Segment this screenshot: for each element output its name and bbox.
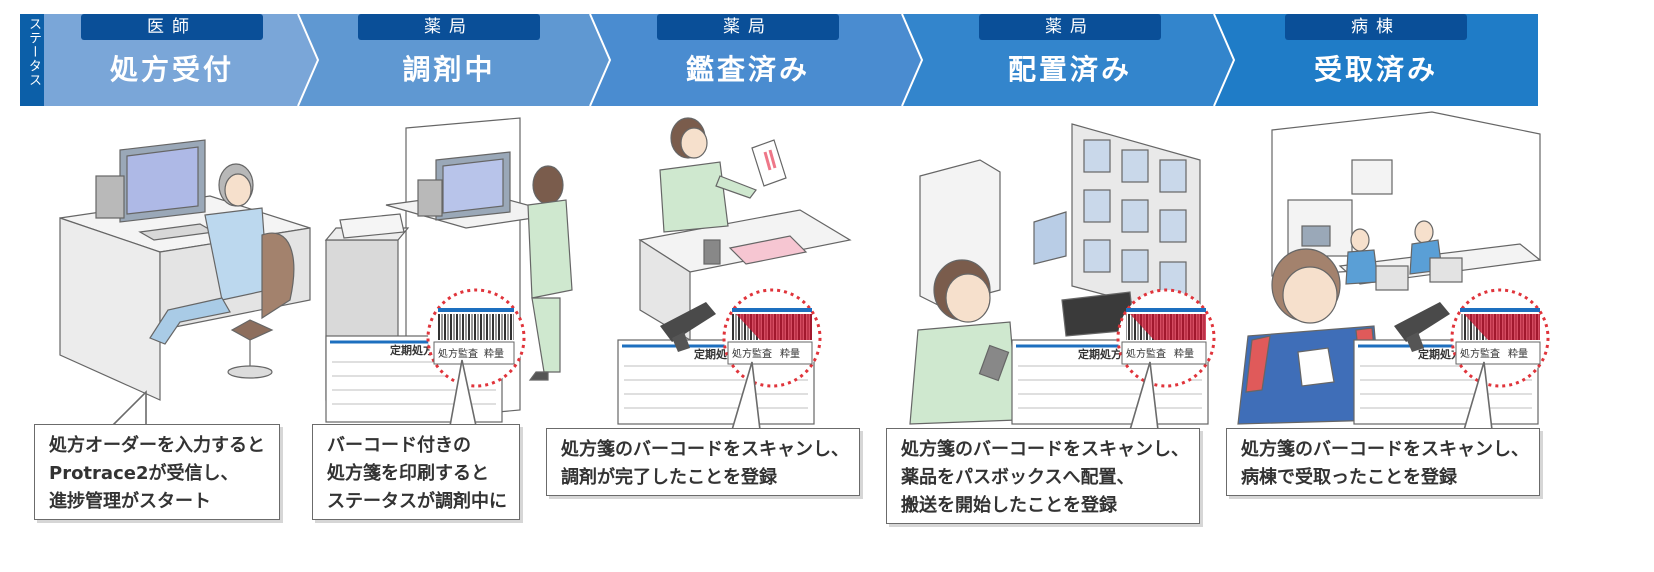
caption-line: 病棟で受取ったことを登録 <box>1241 467 1457 488</box>
status-side-label-text: ステータス <box>26 17 41 87</box>
barcode-scanner-icon <box>1394 302 1450 352</box>
step-5-header: 病棟 受取済み <box>1276 14 1476 88</box>
step-2-role-badge: 薬局 <box>358 14 540 40</box>
barcode-3-audit-label: 処方監査 <box>732 347 772 360</box>
barcode-zoom-2: 処方監査 粋量 <box>426 288 526 388</box>
step-3-status: 鑑査済み <box>685 53 810 86</box>
caption-line: 処方箋のバーコードをスキャンし、 <box>901 439 1189 460</box>
caption-line: 処方箋のバーコードをスキャンし、 <box>1241 439 1529 460</box>
caption-line: ステータスが調剤中に <box>327 491 507 512</box>
caption-line: 薬品をパスボックスへ配置、 <box>901 467 1135 488</box>
caption-line: Protrace2が受信し、 <box>49 463 239 484</box>
caption-line: 処方箋を印刷すると <box>327 463 489 484</box>
doc-5-heading: 定期処方 <box>1418 347 1462 361</box>
barcode-zoom-5: 処方監査 粋量 <box>1450 288 1550 388</box>
doc-4-heading: 定期処方 <box>1078 347 1122 361</box>
step-5-status: 受取済み <box>1313 53 1438 86</box>
step-4-caption: 処方箋のバーコードをスキャンし、 薬品をパスボックスへ配置、 搬送を開始したこと… <box>886 428 1200 524</box>
step-4-role-badge: 薬局 <box>979 14 1161 40</box>
step-2-status: 調剤中 <box>402 53 496 86</box>
barcode-4-audit-label: 処方監査 <box>1126 347 1166 360</box>
barcode-scanner-icon <box>660 302 716 352</box>
doctor-computer-illustration <box>59 139 311 401</box>
step-1-role-badge: 医師 <box>81 14 263 40</box>
doc-2-heading: 定期処方 <box>390 343 434 357</box>
barcode-zoom-4: 処方監査 粋量 <box>1116 288 1216 388</box>
caption-line: バーコード付きの <box>327 435 471 456</box>
barcode-3-dose-label: 粋量 <box>780 347 800 360</box>
barcode-5-audit-label: 処方監査 <box>1460 347 1500 360</box>
barcode-5-dose-label: 粋量 <box>1508 347 1528 360</box>
caption-line: 調剤が完了したことを登録 <box>561 467 777 488</box>
caption-line: 処方箋のバーコードをスキャンし、 <box>561 439 849 460</box>
step-3-header: 薬局 鑑査済み <box>648 14 848 88</box>
caption-1-pointer <box>110 390 147 427</box>
caption-line: 搬送を開始したことを登録 <box>901 495 1117 516</box>
step-5-caption: 処方箋のバーコードをスキャンし、 病棟で受取ったことを登録 <box>1226 428 1540 496</box>
step-1-status: 処方受付 <box>109 53 234 86</box>
step-5-role-badge: 病棟 <box>1285 14 1467 40</box>
pharmacy-audit-illustration <box>638 117 852 342</box>
status-side-label: ステータス <box>20 14 44 106</box>
barcode-4-dose-label: 粋量 <box>1174 347 1194 360</box>
passbox-illustration <box>909 123 1201 425</box>
step-2-header: 薬局 調剤中 <box>349 14 549 88</box>
step-4-status: 配置済み <box>1007 53 1132 86</box>
step-4-header: 薬局 配置済み <box>970 14 1170 88</box>
barcode-2-dose-label: 粋量 <box>484 347 504 360</box>
step-3-caption: 処方箋のバーコードをスキャンし、 調剤が完了したことを登録 <box>546 428 860 496</box>
barcode-2-audit-label: 処方監査 <box>438 347 478 360</box>
step-3-role-badge: 薬局 <box>657 14 839 40</box>
step-1-caption: 処方オーダーを入力すると Protrace2が受信し、 進捗管理がスタート <box>34 424 280 520</box>
barcode-zoom-3: 処方監査 粋量 <box>722 288 822 388</box>
caption-line: 処方オーダーを入力すると <box>49 435 265 456</box>
ward-illustration <box>1237 111 1542 425</box>
caption-line: 進捗管理がスタート <box>49 491 211 512</box>
step-1-header: 医師 処方受付 <box>72 14 272 88</box>
step-2-caption: バーコード付きの 処方箋を印刷すると ステータスが調剤中に <box>312 424 520 520</box>
